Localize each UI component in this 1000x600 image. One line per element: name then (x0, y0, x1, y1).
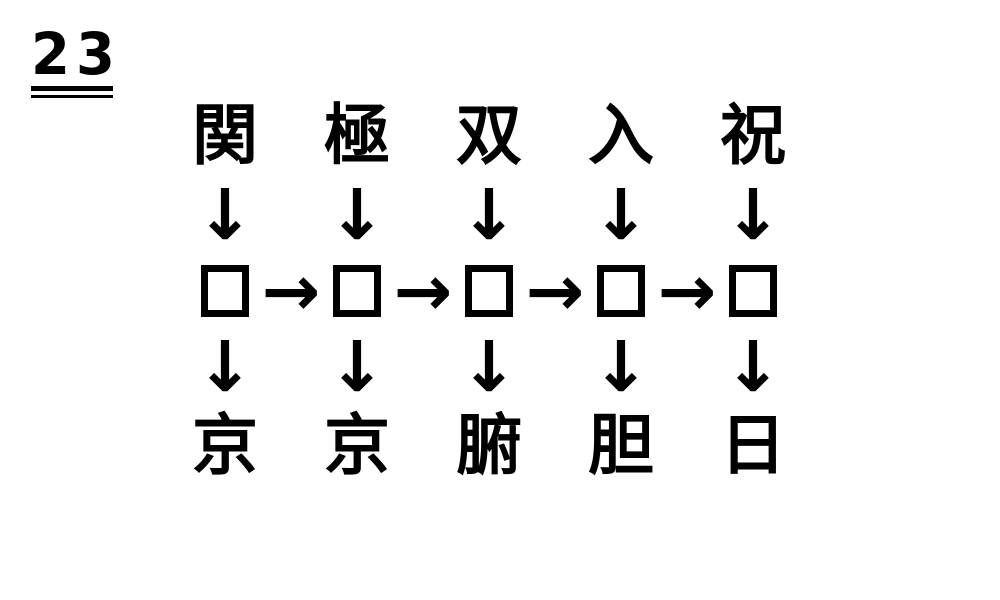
down-arrow-icon: ↓ (723, 174, 783, 256)
lower-arrow-cell-2: ↓ (291, 329, 423, 405)
down-arrow-icon: ↓ (459, 326, 519, 408)
right-arrow-icon: → (657, 250, 717, 332)
answer-box-cell-3 (423, 253, 555, 329)
bottom-kanji-cell-3: 腑 (423, 405, 555, 487)
down-arrow-icon: ↓ (723, 326, 783, 408)
answer-box-4 (597, 265, 645, 317)
bottom-kanji-5: 日 (720, 407, 786, 484)
top-kanji-cell-2: 極 (291, 95, 423, 177)
top-kanji-cell-4: 入 (555, 95, 687, 177)
answer-box-cell-1 (159, 253, 291, 329)
lower-arrow-cell-1: ↓ (159, 329, 291, 405)
number-underline-top (31, 86, 113, 91)
answer-box-3 (465, 265, 513, 317)
top-kanji-cell-5: 祝 (687, 95, 819, 177)
top-kanji-2: 極 (324, 97, 390, 174)
upper-arrow-cell-5: ↓ (687, 177, 819, 253)
right-arrow-icon: → (393, 250, 453, 332)
answer-box-cell-4 (555, 253, 687, 329)
puzzle-number-block: 23 (31, 20, 121, 98)
upper-arrow-cell-3: ↓ (423, 177, 555, 253)
top-kanji-row: 関 極 双 入 祝 (159, 95, 819, 177)
top-kanji-cell-3: 双 (423, 95, 555, 177)
lower-arrow-cell-5: ↓ (687, 329, 819, 405)
answer-box-5 (729, 265, 777, 317)
answer-box-cell-2 (291, 253, 423, 329)
top-kanji-5: 祝 (720, 97, 786, 174)
upper-arrow-cell-2: ↓ (291, 177, 423, 253)
down-arrow-icon: ↓ (591, 326, 651, 408)
answer-box-1 (201, 265, 249, 317)
top-kanji-3: 双 (456, 97, 522, 174)
bottom-kanji-cell-4: 胆 (555, 405, 687, 487)
answer-box-2 (333, 265, 381, 317)
down-arrow-icon: ↓ (195, 174, 255, 256)
down-arrow-icon: ↓ (459, 174, 519, 256)
right-arrow-icon: → (525, 250, 585, 332)
top-kanji-cell-1: 関 (159, 95, 291, 177)
down-arrow-icon: ↓ (327, 174, 387, 256)
number-underline-bottom (31, 95, 113, 98)
lower-arrow-cell-3: ↓ (423, 329, 555, 405)
down-arrow-icon: ↓ (195, 326, 255, 408)
down-arrow-icon: ↓ (327, 326, 387, 408)
bottom-kanji-3: 腑 (456, 407, 522, 484)
right-arrow-icon: → (261, 250, 321, 332)
down-arrow-icon: ↓ (591, 174, 651, 256)
lower-arrow-cell-4: ↓ (555, 329, 687, 405)
bottom-kanji-cell-1: 京 (159, 405, 291, 487)
upper-arrow-cell-4: ↓ (555, 177, 687, 253)
answer-box-row: → → → → (159, 253, 819, 329)
bottom-kanji-cell-2: 京 (291, 405, 423, 487)
bottom-kanji-4: 胆 (588, 407, 654, 484)
lower-down-arrow-row: ↓ ↓ ↓ ↓ ↓ (159, 329, 819, 405)
bottom-kanji-2: 京 (324, 407, 390, 484)
bottom-kanji-row: 京 京 腑 胆 日 (159, 405, 819, 487)
top-kanji-1: 関 (192, 97, 258, 174)
bottom-kanji-cell-5: 日 (687, 405, 819, 487)
answer-box-cell-5 (687, 253, 819, 329)
upper-arrow-cell-1: ↓ (159, 177, 291, 253)
puzzle-number: 23 (31, 20, 121, 89)
top-kanji-4: 入 (588, 97, 654, 174)
puzzle-grid: 関 極 双 入 祝 ↓ ↓ ↓ ↓ ↓ → → → → ↓ ↓ ↓ (159, 95, 819, 487)
upper-down-arrow-row: ↓ ↓ ↓ ↓ ↓ (159, 177, 819, 253)
bottom-kanji-1: 京 (192, 407, 258, 484)
